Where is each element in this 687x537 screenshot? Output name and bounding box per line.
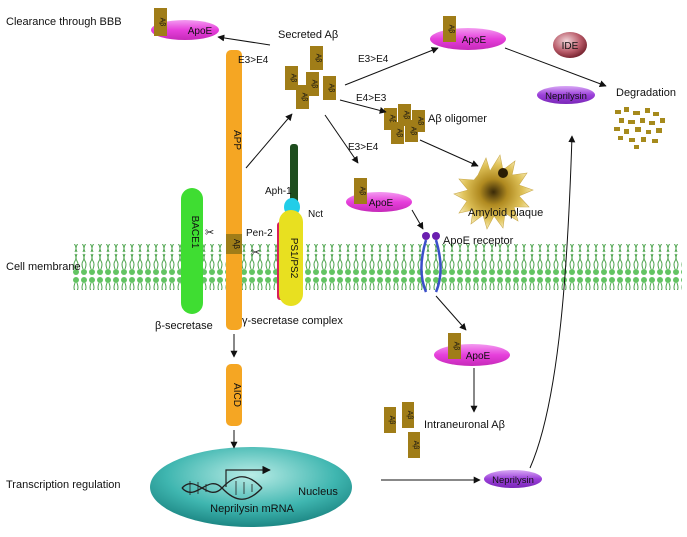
svg-text:ApoE: ApoE [369, 198, 394, 209]
svg-text:Aβ: Aβ [315, 54, 322, 63]
svg-text:BACE1: BACE1 [189, 216, 200, 249]
bace1-protein: BACE1 [181, 188, 203, 314]
ab-oligomer-label: Aβ oligomer [428, 113, 487, 125]
svg-text:Aβ: Aβ [159, 18, 166, 27]
neprilysin-enzyme: Neprilysin [484, 470, 542, 488]
svg-text:Aβ: Aβ [417, 117, 424, 126]
svg-text:APP: APP [231, 130, 242, 150]
cell-membrane-label: Cell membrane [6, 261, 81, 273]
svg-text:Aβ: Aβ [448, 25, 455, 34]
ide-enzyme: IDE [553, 32, 587, 58]
svg-text:IDE: IDE [562, 41, 579, 52]
transcription-regulation-label: Transcription regulation [6, 479, 121, 491]
svg-text:Neprilysin: Neprilysin [492, 475, 534, 486]
gamma-secretase-label: γ-secretase complex [242, 315, 343, 327]
aph1-label: Aph-1 [265, 186, 292, 197]
svg-text:Aβ: Aβ [359, 187, 366, 196]
beta-secretase-label: β-secretase [155, 320, 213, 332]
apoe-ab-complex-top: ApoE Aβ [430, 16, 506, 50]
svg-text:ApoE: ApoE [462, 35, 487, 46]
intraneuronal-ab-label: Intraneuronal Aβ [424, 419, 505, 431]
nucleus-label: Nucleus [298, 486, 338, 498]
ps1-ps2-protein [279, 210, 303, 306]
svg-text:Aβ: Aβ [311, 80, 318, 89]
dna-helix-icon [181, 465, 271, 500]
svg-text:Aβ: Aβ [453, 342, 460, 351]
svg-text:Aβ: Aβ [403, 111, 410, 120]
pathway-arrows [217, 34, 607, 484]
apoe-ab-complex-bbb: ApoE Aβ [151, 8, 219, 40]
neprilysin-mrna-label: Neprilysin mRNA [210, 503, 294, 515]
intraneuronal-ab-cluster: Aβ Aβ Aβ [384, 402, 420, 458]
amyloid-plaque-icon [453, 154, 534, 230]
apoe-receptor [420, 232, 442, 293]
svg-text:Aβ: Aβ [290, 74, 297, 83]
ab-oligomer: Aβ Aβ Aβ Aβ Aβ [384, 104, 425, 144]
svg-text:ApoE: ApoE [188, 26, 213, 37]
app-protein: APP Aβ [226, 50, 242, 330]
svg-text:Aβ: Aβ [389, 115, 396, 124]
svg-text:Aβ: Aβ [410, 127, 417, 136]
gamma-secretase-complex: PS1/PS2 [277, 144, 303, 306]
nucleus [150, 447, 352, 527]
secreted-ab-cluster: Aβ Aβ Aβ Aβ Aβ [285, 46, 336, 109]
clearance-bbb-label: Clearance through BBB [6, 16, 122, 28]
svg-text:ApoE: ApoE [466, 351, 491, 362]
aicd-fragment: AICD [226, 364, 242, 426]
svg-text:Aβ: Aβ [301, 93, 308, 102]
svg-text:Aβ: Aβ [412, 441, 419, 450]
nct-label: Nct [308, 209, 323, 220]
apoe-ab-complex-middle: ApoE Aβ [346, 178, 412, 212]
route-label-e3-e4: E3>E4 [348, 142, 379, 153]
svg-text:Aβ: Aβ [388, 416, 395, 425]
svg-text:Aβ: Aβ [328, 84, 335, 93]
secreted-ab-label: Secreted Aβ [278, 29, 338, 41]
scissors-icon: ✂ [251, 247, 260, 259]
svg-text:PS1/PS2: PS1/PS2 [288, 238, 299, 279]
apoe-receptor-label: ApoE receptor [443, 235, 514, 247]
neprilysin-enzyme: Neprilysin [537, 86, 595, 104]
scissors-icon: ✂ [205, 227, 214, 239]
amyloid-plaque-label: Amyloid plaque [468, 207, 543, 219]
degradation-fragments [614, 107, 665, 149]
svg-text:AICD: AICD [231, 383, 242, 407]
svg-text:Neprilysin: Neprilysin [545, 91, 587, 102]
route-label-e4-e3: E4>E3 [356, 93, 387, 104]
route-label-e3-e4: E3>E4 [238, 55, 269, 66]
pen2-label: Pen-2 [246, 228, 273, 239]
degradation-label: Degradation [616, 87, 676, 99]
svg-text:Aβ: Aβ [396, 129, 403, 138]
apoe-ab-complex-internalized: ApoE Aβ [434, 333, 510, 366]
svg-text:Aβ: Aβ [406, 411, 413, 420]
app-ab-segment: Aβ [232, 239, 241, 249]
route-label-e3-e4: E3>E4 [358, 54, 389, 65]
cell-membrane [72, 244, 682, 290]
